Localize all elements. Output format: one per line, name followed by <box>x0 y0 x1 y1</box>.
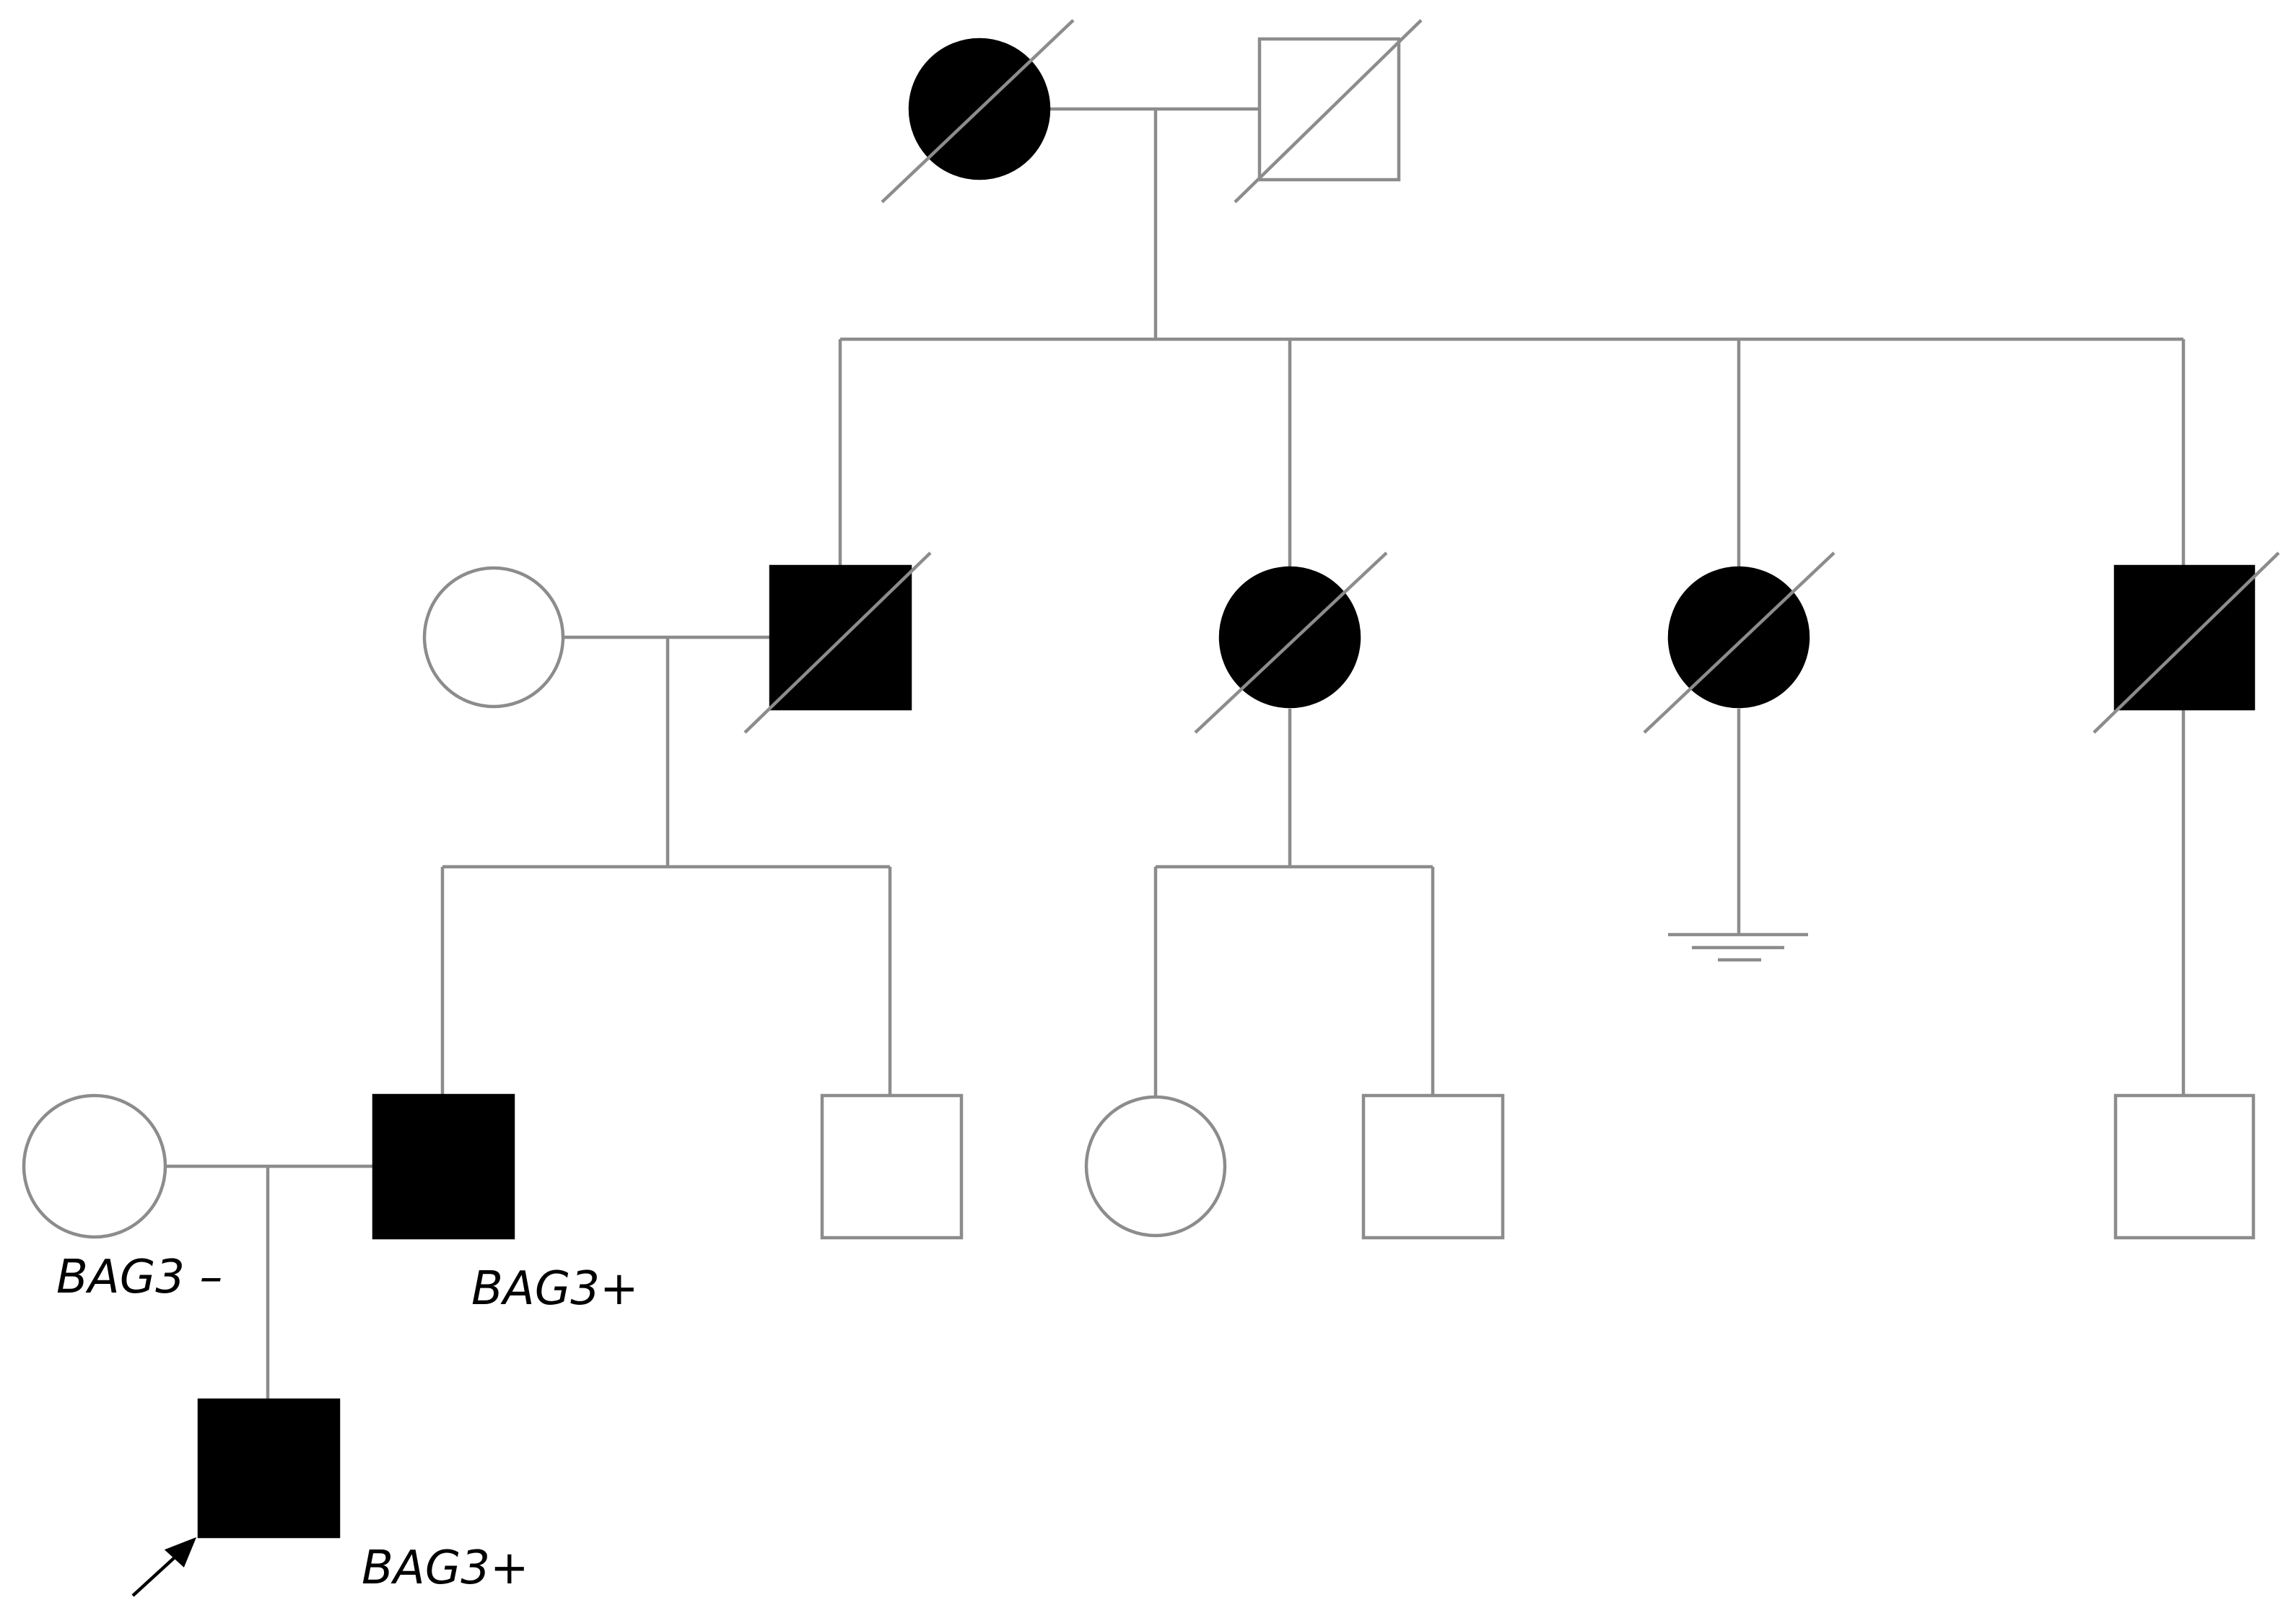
individual-iii6-unaffected-male <box>2113 1093 2256 1240</box>
individual-iii1-unaffected-female <box>22 1093 167 1239</box>
genotype-label-iii1: BAG3 – <box>56 1251 222 1304</box>
connector-lines <box>165 107 2186 1400</box>
deceased-slash-ii5 <box>2092 551 2280 734</box>
proband-arrow-icon <box>164 1536 197 1568</box>
individual-iii5-unaffected-male <box>1361 1093 1505 1240</box>
deceased-slash-ii3 <box>1194 551 1388 734</box>
generation-2 <box>422 551 2280 734</box>
individual-ii5-affected-male <box>2113 564 2256 711</box>
generation-4 <box>131 1398 341 1597</box>
individual-iii4-unaffected-female <box>1084 1095 1227 1238</box>
individual-ii1-unaffected-female <box>422 566 565 709</box>
deceased-slash-i1 <box>881 19 1075 204</box>
genotype-label-iii2: BAG3+ <box>471 1262 639 1316</box>
generation-3 <box>22 1093 2256 1240</box>
individual-ii4-affected-female <box>1667 566 1810 709</box>
deceased-slash-i2 <box>1234 19 1423 204</box>
individual-iii3-unaffected-male <box>820 1093 964 1240</box>
individual-iii2-affected-male <box>372 1093 515 1240</box>
deceased-slash-ii4 <box>1643 551 1836 734</box>
individual-ii3-affected-female <box>1218 566 1361 709</box>
genotype-label-iv1: BAG3+ <box>362 1542 529 1595</box>
individual-iv1-affected-male-proband <box>197 1398 341 1539</box>
genotype-labels: BAG3 – BAG3+ BAG3+ <box>56 1251 639 1595</box>
deceased-slash-ii2 <box>743 551 932 734</box>
generation-1 <box>881 19 1423 204</box>
